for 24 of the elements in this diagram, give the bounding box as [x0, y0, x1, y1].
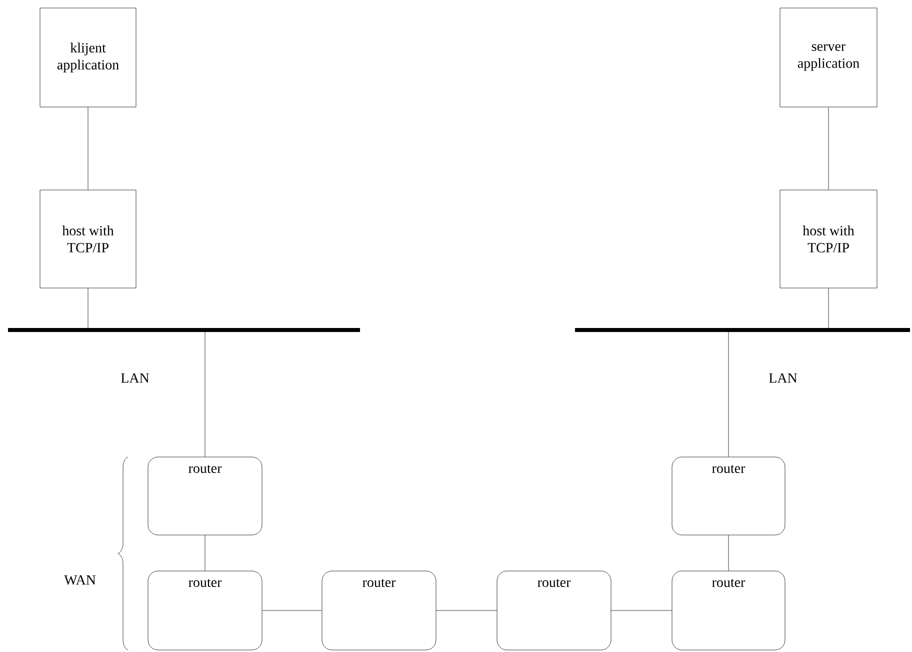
connector-line: [262, 610, 322, 611]
connector-line: [828, 107, 829, 190]
router-box: router: [148, 570, 262, 650]
connector-line: [728, 535, 729, 571]
process-box: host with TCP/IP: [40, 190, 136, 288]
connector-line: [204, 535, 206, 571]
network-bus: [8, 328, 360, 332]
network-label: LAN: [769, 373, 798, 383]
network-label: WAN: [64, 575, 96, 585]
connector-line: [436, 610, 497, 611]
network-bus: [575, 328, 910, 332]
connector-line: [728, 330, 729, 457]
router-box: router: [148, 456, 262, 536]
process-box: server application: [780, 8, 878, 108]
router-box: router: [672, 570, 786, 650]
router-box: router: [496, 570, 612, 650]
router-box: router: [672, 456, 786, 536]
network-label: LAN: [121, 373, 150, 383]
process-box: klijent application: [40, 8, 136, 108]
connector-line: [828, 288, 829, 330]
router-box: router: [322, 570, 436, 650]
connector-line: [611, 610, 672, 611]
connector-line: [204, 330, 206, 457]
process-box: host with TCP/IP: [780, 190, 878, 288]
